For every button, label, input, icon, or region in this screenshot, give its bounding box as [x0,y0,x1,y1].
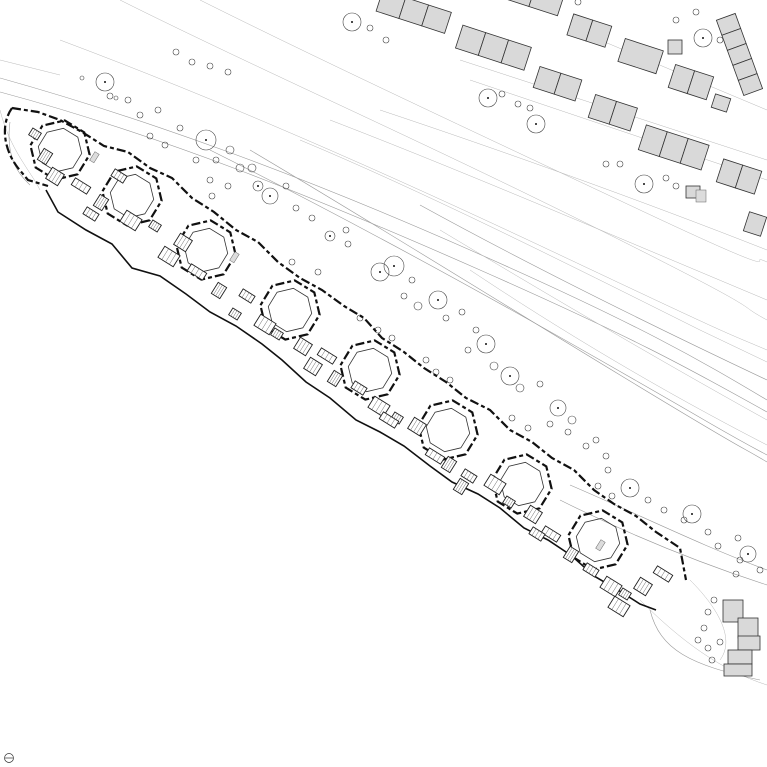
north-arrow-icon [4,753,14,763]
trees [79,0,764,664]
road-lines [0,0,767,686]
housing-terrace [3,106,707,618]
existing-buildings [375,0,767,677]
